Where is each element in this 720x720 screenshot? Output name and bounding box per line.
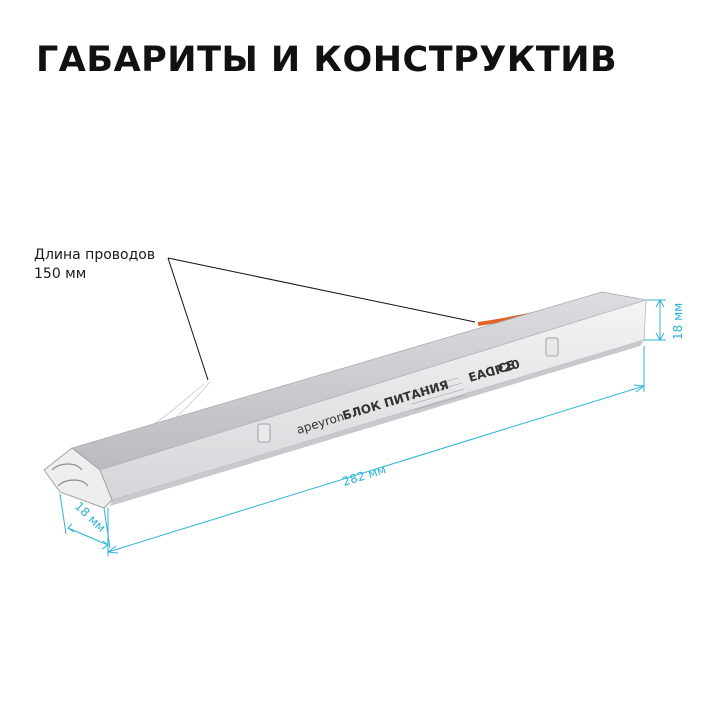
length-value: 282 мм	[341, 462, 388, 489]
mount-hole-left	[257, 423, 271, 443]
spec-label-lines	[409, 377, 467, 411]
height-dimension	[644, 298, 666, 342]
mount-hole-right	[545, 337, 559, 357]
height-value: 18 мм	[671, 303, 685, 340]
power-supply-body	[43, 291, 647, 509]
wire-leader-lines	[167, 257, 476, 381]
wire-length-label-line1: Длина проводов	[34, 247, 156, 263]
height-label: 18 мм	[671, 303, 685, 340]
width-dimension	[59, 493, 111, 550]
length-label: 282 мм	[341, 462, 388, 489]
wire-length-label-line2: 150 мм	[34, 266, 87, 282]
wire-length-label: Длина проводов 150 мм	[34, 246, 155, 284]
page-title: ГАБАРИТЫ И КОНСТРУКТИВ	[36, 40, 618, 80]
